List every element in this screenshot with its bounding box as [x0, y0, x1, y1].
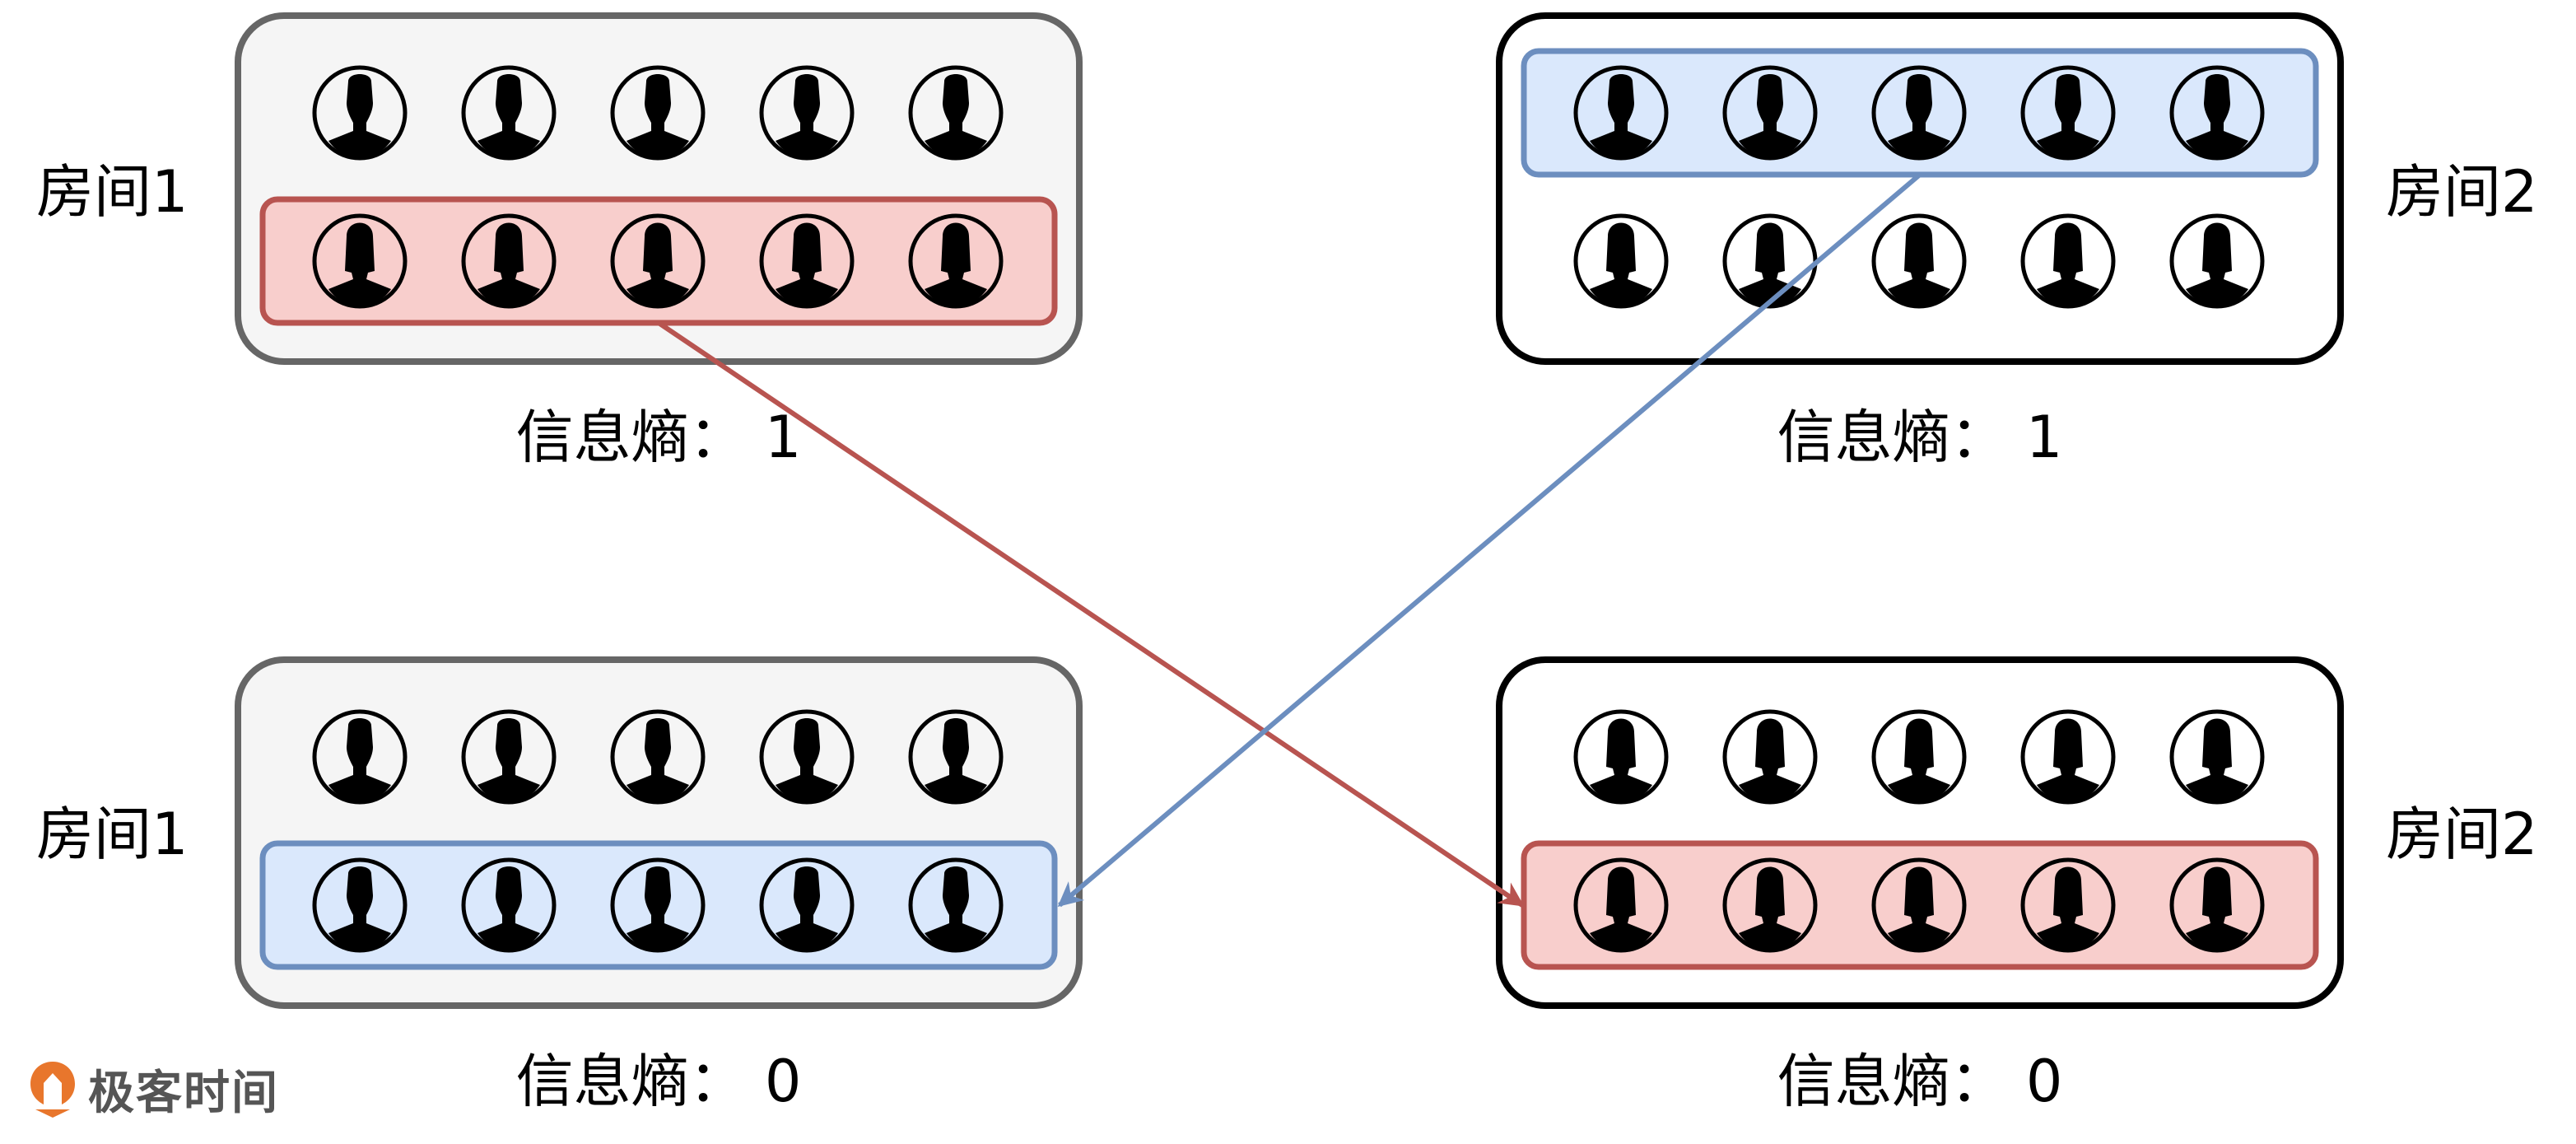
geektime-logo-icon	[30, 1061, 75, 1118]
geektime-logo: 极客时间	[27, 1056, 279, 1123]
room-label: 房间2	[2386, 801, 2538, 868]
entropy-label: 信息熵： 1	[1777, 404, 2063, 471]
entropy-label: 信息熵： 1	[515, 404, 802, 471]
entropy-label: 信息熵： 0	[515, 1048, 802, 1115]
entropy-label: 信息熵： 0	[1777, 1048, 2063, 1115]
room-panel-before-room1	[235, 12, 1083, 365]
female-group-move-arrow	[657, 320, 1525, 908]
logo-text: 极客时间	[88, 1067, 279, 1120]
room-panel-after-room1	[235, 656, 1083, 1009]
male-group-move-arrow	[1057, 172, 1922, 908]
room-label: 房间2	[2386, 158, 2538, 226]
room-label: 房间1	[36, 801, 189, 868]
room-panel-before-room2	[1496, 12, 2344, 365]
room-panel-after-room2	[1496, 656, 2344, 1009]
room-label: 房间1	[36, 158, 189, 226]
